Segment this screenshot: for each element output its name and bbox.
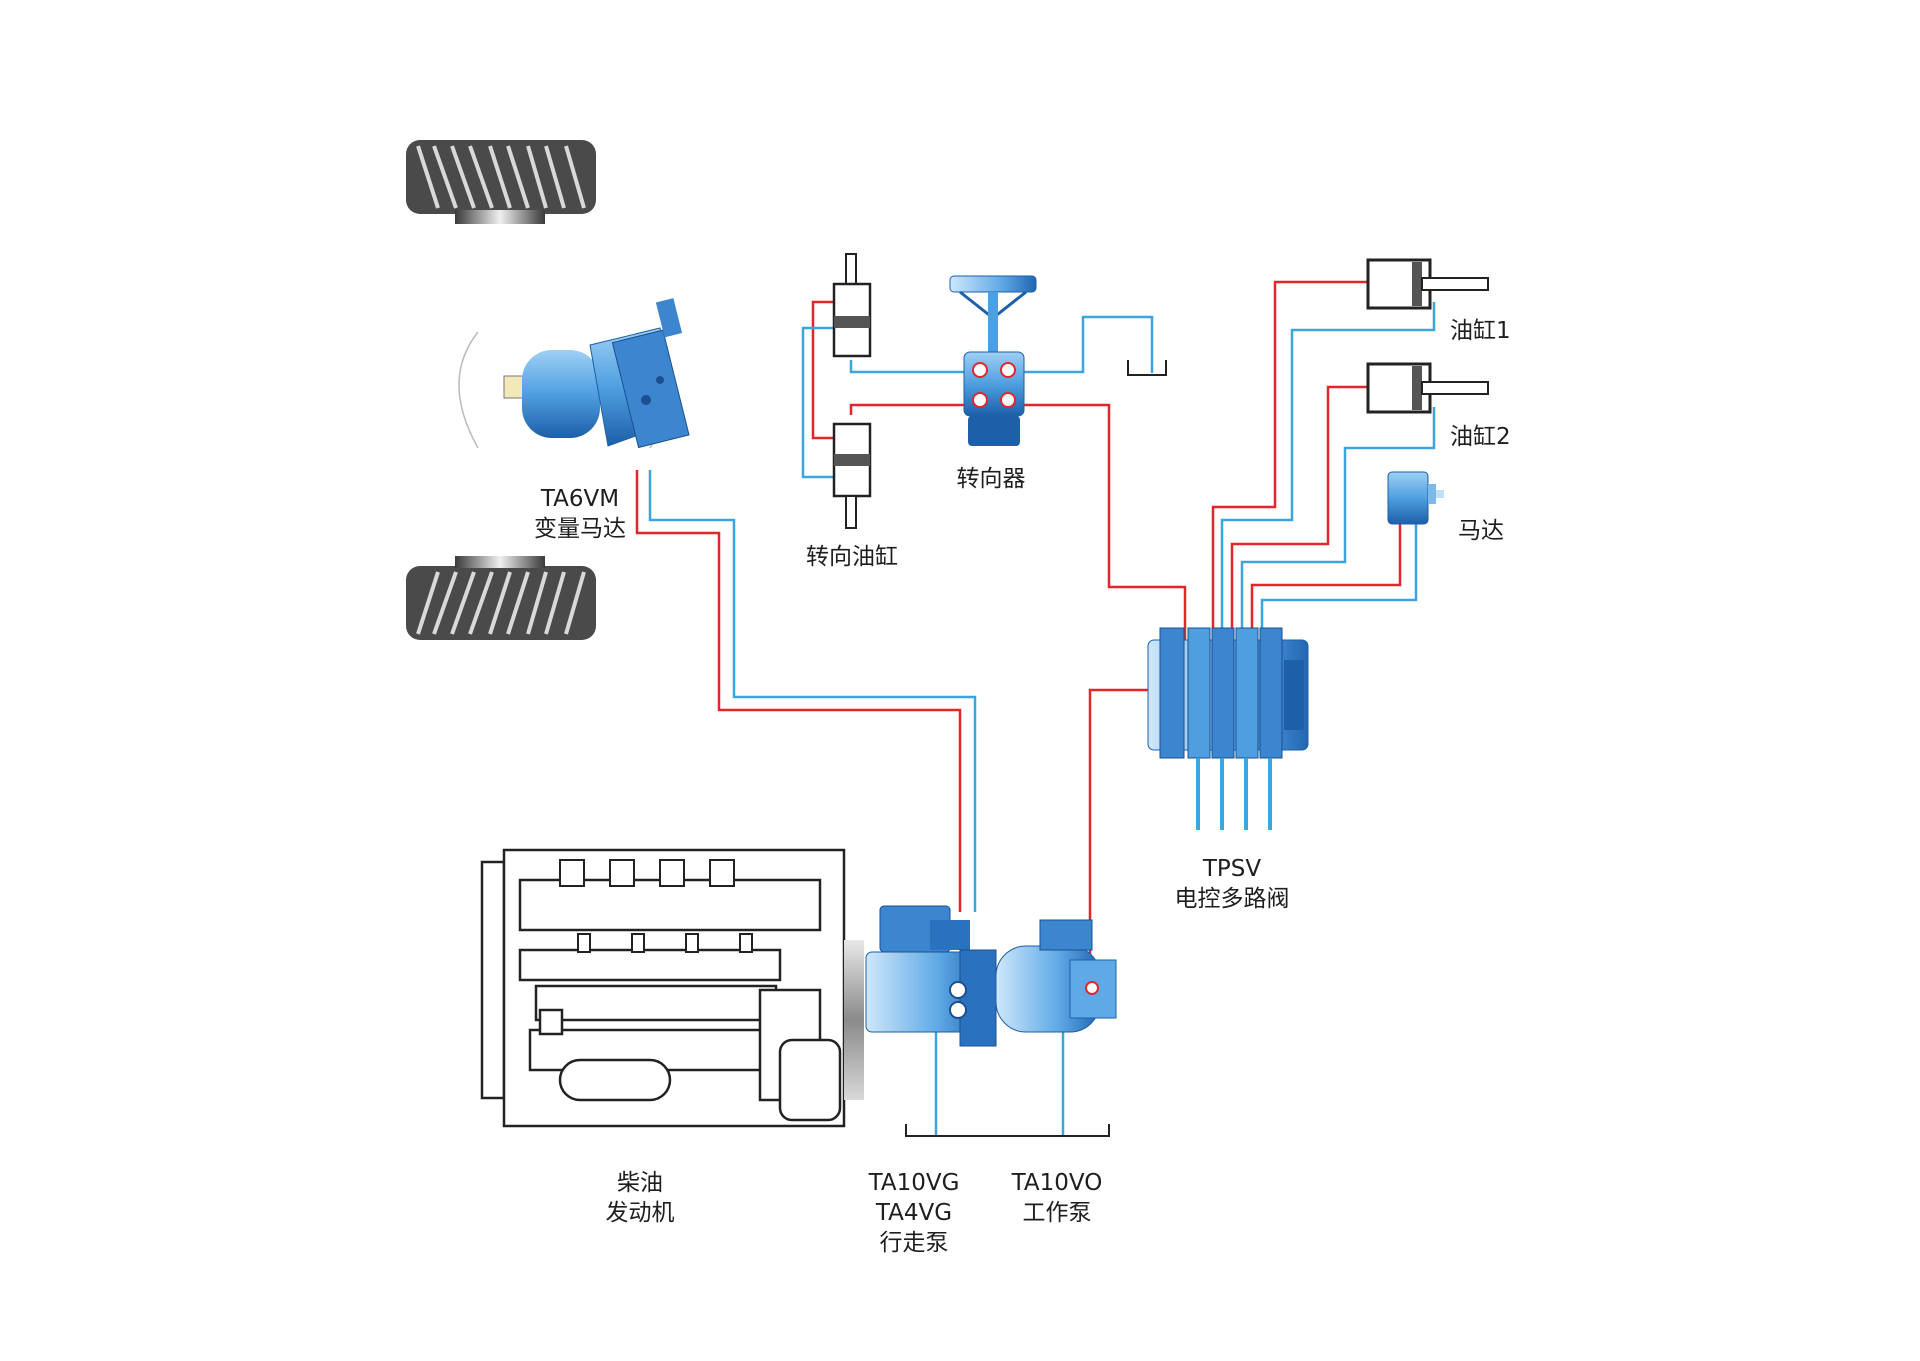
- diesel-engine: [480, 848, 864, 1128]
- pump-bracket: [905, 1124, 1110, 1137]
- pump1-line1-text: TA10VG: [868, 1170, 960, 1196]
- pump2-line2-text: 工作泵: [1022, 1200, 1092, 1226]
- engine-line2-text: 发动机: [605, 1200, 675, 1226]
- motor-name-text: 变量马达: [534, 516, 626, 542]
- valve-model-text: TPSV: [1202, 856, 1262, 882]
- variable-motor-ta6vm: [503, 298, 690, 449]
- valve-label: TPSV 电控多路阀: [1175, 854, 1290, 914]
- engine-label: 柴油 发动机: [606, 1168, 675, 1228]
- work-pump-label: TA10VO 工作泵: [1012, 1168, 1103, 1228]
- steering-unit: [949, 275, 1037, 446]
- pump2-line1-text: TA10VO: [1011, 1170, 1103, 1196]
- motor-label: 马达: [1458, 516, 1504, 546]
- travel-pump-label: TA10VG TA4VG 行走泵: [869, 1168, 960, 1258]
- motor-text: 马达: [1458, 518, 1504, 544]
- cylinder-1-text: 油缸1: [1450, 318, 1511, 344]
- steering-cylinder-upper: [832, 253, 872, 358]
- cylinder-2-text: 油缸2: [1450, 424, 1511, 450]
- work-pump-ta10vo: [995, 919, 1117, 1033]
- valve-name-text: 电控多路阀: [1174, 886, 1290, 912]
- return-lines: [648, 302, 1436, 1135]
- steering-unit-label: 转向器: [957, 464, 1026, 494]
- rear-tire: [406, 556, 596, 640]
- motor-model-text: TA6VM: [540, 486, 620, 512]
- tank-symbol: [1127, 360, 1167, 376]
- hydraulic-motor: [1387, 471, 1444, 525]
- pump1-line3-text: 行走泵: [879, 1230, 949, 1256]
- cylinder-2-label: 油缸2: [1450, 422, 1511, 452]
- steering-cylinder-label: 转向油缸: [806, 542, 898, 572]
- variable-motor-label: TA6VM 变量马达: [534, 484, 626, 544]
- multi-way-valve-tpsv: [1147, 627, 1309, 830]
- pump1-line2-text: TA4VG: [875, 1200, 953, 1226]
- front-tire: [406, 140, 596, 224]
- cylinder-1-label: 油缸1: [1450, 316, 1511, 346]
- travel-pump-ta10vg: [865, 905, 997, 1047]
- pressure-lines: [635, 280, 1402, 975]
- steering-cylinder-text: 转向油缸: [806, 544, 898, 570]
- cylinder-1: [1366, 258, 1489, 310]
- engine-line1-text: 柴油: [617, 1170, 663, 1196]
- steering-unit-text: 转向器: [956, 466, 1026, 492]
- cylinder-2: [1366, 362, 1489, 414]
- steering-cylinder-lower: [832, 422, 872, 529]
